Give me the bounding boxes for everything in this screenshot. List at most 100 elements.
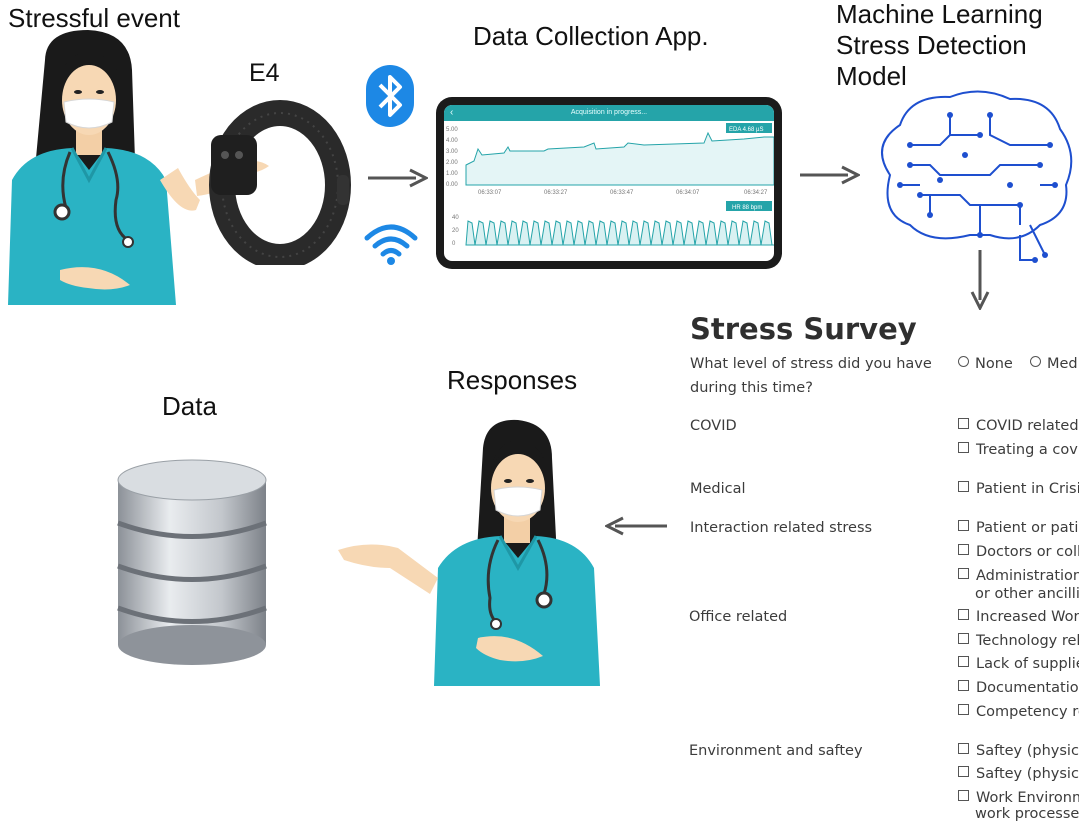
time-tick: 06:34:07: [676, 190, 700, 196]
app-label: Data Collection App.: [473, 21, 709, 51]
hr-ytick: 20: [452, 228, 459, 234]
checkbox-label-continued: or other ancilli: [975, 586, 1079, 602]
acquisition-header: ‹ Acquisition in progress...: [444, 105, 774, 121]
checkbox-item[interactable]: Doctors or coll: [958, 544, 1079, 560]
time-tick: 06:33:47: [610, 190, 634, 196]
hr-ytick: 0: [452, 241, 456, 247]
bluetooth-icon: [366, 65, 414, 127]
checkbox-label: Administration: [976, 568, 1079, 584]
arrow-to-model: [800, 165, 860, 185]
section-office-label: Office related: [689, 609, 788, 625]
nurse-figure-responses: [338, 419, 600, 686]
time-tick: 06:34:27: [744, 190, 768, 196]
eda-badge: [726, 123, 772, 133]
checkbox-item[interactable]: COVID related: [958, 418, 1079, 434]
checkbox-icon[interactable]: [958, 568, 969, 579]
checkbox-icon[interactable]: [958, 544, 969, 555]
ml-model-label-line3: Model: [836, 61, 907, 91]
option-med-label: Med: [1047, 356, 1078, 372]
checkbox-label: COVID related: [976, 418, 1079, 434]
checkbox-label: Competency re: [976, 704, 1079, 720]
checkbox-item[interactable]: Patient in Crisis: [958, 481, 1079, 497]
checkbox-label: Doctors or coll: [976, 544, 1079, 560]
wifi-icon: [364, 224, 418, 265]
nurse-figure-top: [8, 30, 200, 305]
checkbox-item[interactable]: Administration: [958, 568, 1079, 584]
eda-badge-text: EDA 4.68 µS: [729, 127, 763, 133]
checkbox-icon[interactable]: [958, 481, 969, 492]
wristband-icon: [209, 100, 351, 265]
checkbox-icon[interactable]: [958, 609, 969, 620]
checkbox-label-continued: work processe: [975, 806, 1079, 822]
checkbox-label: Increased Work: [976, 609, 1079, 625]
ml-model-label-line1: Machine Learning: [836, 0, 1043, 29]
checkbox-icon[interactable]: [958, 418, 969, 429]
ml-model-label-line2: Stress Detection: [836, 30, 1027, 60]
checkbox-item[interactable]: Patient or patie: [958, 520, 1079, 536]
checkbox-label: Lack of supplie: [976, 656, 1079, 672]
phone-app: ‹ Acquisition in progress... 5.00 4.00 3…: [436, 97, 782, 269]
checkbox-item[interactable]: Technology rel: [958, 633, 1079, 649]
time-tick: 06:33:07: [478, 190, 502, 196]
checkbox-item[interactable]: Saftey (physica: [958, 743, 1079, 759]
checkbox-icon[interactable]: [958, 680, 969, 691]
responses-label: Responses: [447, 365, 578, 395]
checkbox-label: Saftey (physica: [976, 766, 1079, 782]
checkbox-item[interactable]: Saftey (physica: [958, 766, 1079, 782]
section-medical-label: Medical: [690, 481, 746, 497]
option-med-radio[interactable]: Med: [1030, 356, 1078, 372]
survey-question-line2: during this time?: [690, 380, 813, 396]
checkbox-item[interactable]: Work Environm: [958, 790, 1079, 806]
brain-icon: [881, 90, 1073, 263]
arrow-to-app: [368, 168, 428, 188]
checkbox-icon[interactable]: [958, 442, 969, 453]
eda-trace: [465, 131, 774, 186]
survey-question-line1: What level of stress did you have: [690, 356, 932, 372]
checkbox-icon[interactable]: [958, 790, 969, 801]
signal-plots: 5.00 4.00 3.00 2.00 1.00 0.00 EDA 4.68 µ…: [446, 123, 774, 247]
back-arrow-icon[interactable]: ‹: [450, 107, 454, 118]
checkbox-label: Work Environm: [976, 790, 1079, 806]
data-label: Data: [162, 391, 217, 421]
e4-label: E4: [249, 59, 280, 87]
time-tick: 06:33:27: [544, 190, 568, 196]
checkbox-item[interactable]: Treating a covi: [958, 442, 1079, 458]
hr-ytick: 40: [452, 215, 459, 221]
checkbox-icon[interactable]: [958, 633, 969, 644]
section-covid-label: COVID: [690, 418, 737, 434]
eda-ytick: 0.00: [446, 182, 458, 188]
eda-ytick: 5.00: [446, 127, 458, 133]
checkbox-label: Treating a covi: [976, 442, 1079, 458]
eda-ytick: 1.00: [446, 171, 458, 177]
eda-ytick: 4.00: [446, 138, 458, 144]
stress-survey-panel: Stress Survey What level of stress did y…: [678, 300, 1079, 822]
radio-icon[interactable]: [958, 356, 969, 367]
survey-title: Stress Survey: [690, 312, 917, 346]
checkbox-item[interactable]: Competency re: [958, 704, 1079, 720]
radio-icon[interactable]: [1030, 356, 1041, 367]
section-interaction-label: Interaction related stress: [690, 520, 873, 536]
checkbox-item[interactable]: Increased Work: [958, 609, 1079, 625]
checkbox-label: Saftey (physica: [976, 743, 1079, 759]
hr-badge: [726, 201, 772, 211]
phone-screen: ‹ Acquisition in progress... 5.00 4.00 3…: [444, 105, 774, 261]
arrow-to-responses: [605, 516, 667, 536]
checkbox-item[interactable]: Documentation: [958, 680, 1079, 696]
checkbox-icon[interactable]: [958, 520, 969, 531]
checkbox-icon[interactable]: [958, 656, 969, 667]
hr-badge-text: HR 88 bpm: [732, 205, 762, 211]
checkbox-label: Patient or patie: [976, 520, 1079, 536]
checkbox-label: Patient in Crisis: [976, 481, 1079, 497]
eda-ytick: 3.00: [446, 149, 458, 155]
checkbox-icon[interactable]: [958, 766, 969, 777]
option-none-radio[interactable]: None: [958, 356, 1013, 372]
arrow-to-survey: [970, 250, 990, 310]
checkbox-icon[interactable]: [958, 704, 969, 715]
database-icon: [117, 459, 267, 665]
checkbox-icon[interactable]: [958, 743, 969, 754]
acquisition-status: Acquisition in progress...: [570, 109, 648, 116]
section-environment-label: Environment and saftey: [689, 743, 863, 759]
eda-ytick: 2.00: [446, 160, 458, 166]
checkbox-item[interactable]: Lack of supplie: [958, 656, 1079, 672]
option-none-label: None: [975, 356, 1013, 372]
